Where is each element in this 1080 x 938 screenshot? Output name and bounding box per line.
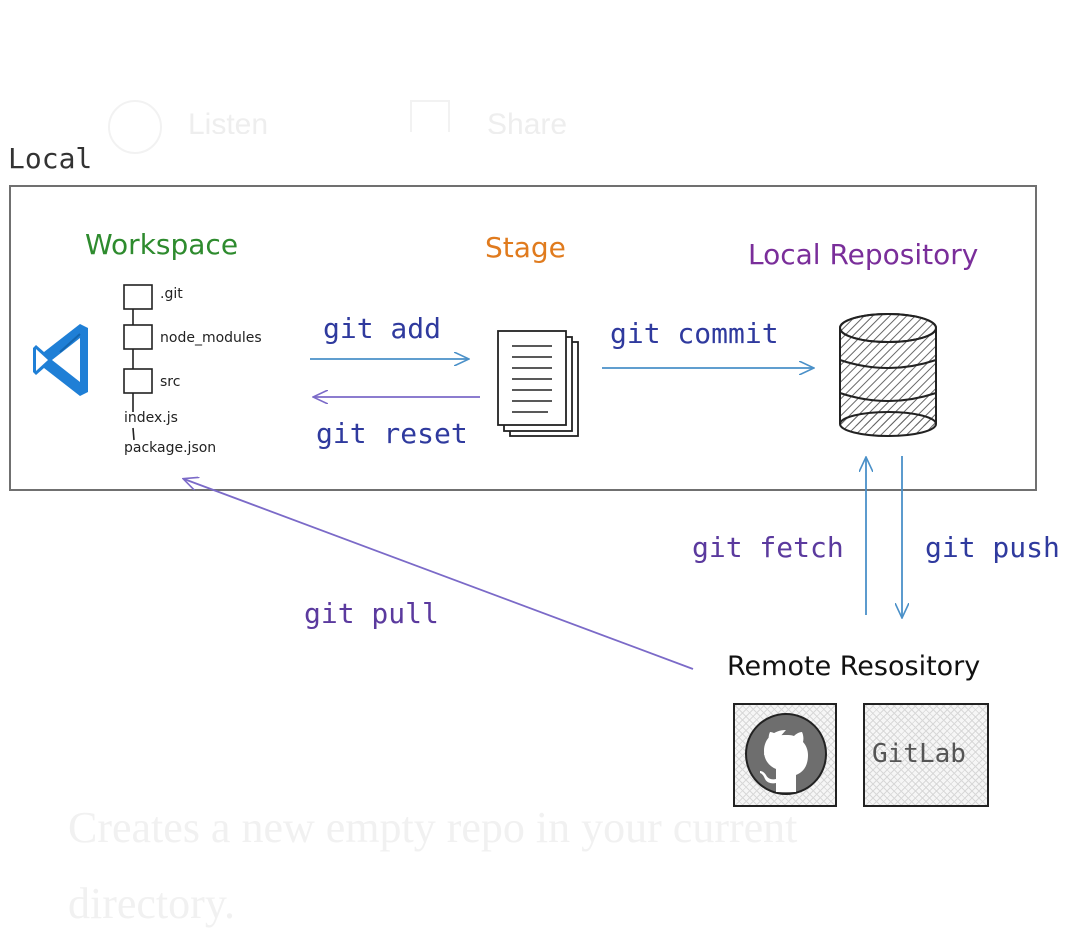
tree-item-git: .git <box>160 286 183 302</box>
stage-title: Stage <box>485 231 566 264</box>
remote-repository-title: Remote Resository <box>727 651 981 682</box>
git-commit-label: git commit <box>610 317 779 350</box>
share-icon <box>410 100 450 132</box>
tree-item-index-js: index.js <box>124 410 178 426</box>
tree-item-node-modules: node_modules <box>160 330 262 346</box>
share-label: Share <box>487 108 568 134</box>
tree-item-package-json: package.json <box>124 440 217 456</box>
gitlab-label: GitLab <box>872 739 966 769</box>
github-icon <box>745 713 827 795</box>
git-push-label: git push <box>925 531 1060 564</box>
database-icon <box>839 313 937 437</box>
tree-item-src: src <box>160 374 181 390</box>
git-fetch-label: git fetch <box>692 531 844 564</box>
local-repository-title: Local Repository <box>748 238 979 271</box>
listen-icon <box>108 100 162 154</box>
local-box <box>9 185 1037 491</box>
git-pull-label: git pull <box>304 597 439 630</box>
git-reset-label: git reset <box>316 417 468 450</box>
workspace-title: Workspace <box>85 228 239 261</box>
description-line-1: Creates a new empty repo in your current <box>68 803 798 852</box>
vscode-icon <box>33 324 88 396</box>
description-line-2: directory. <box>68 879 235 928</box>
gitlab-card <box>863 703 989 807</box>
git-pull-arrow <box>184 479 694 670</box>
local-label: Local <box>8 142 93 175</box>
listen-label: Listen <box>188 108 269 134</box>
file-tree-icon <box>123 284 153 441</box>
documents-icon <box>497 330 579 437</box>
git-add-label: git add <box>323 312 442 345</box>
